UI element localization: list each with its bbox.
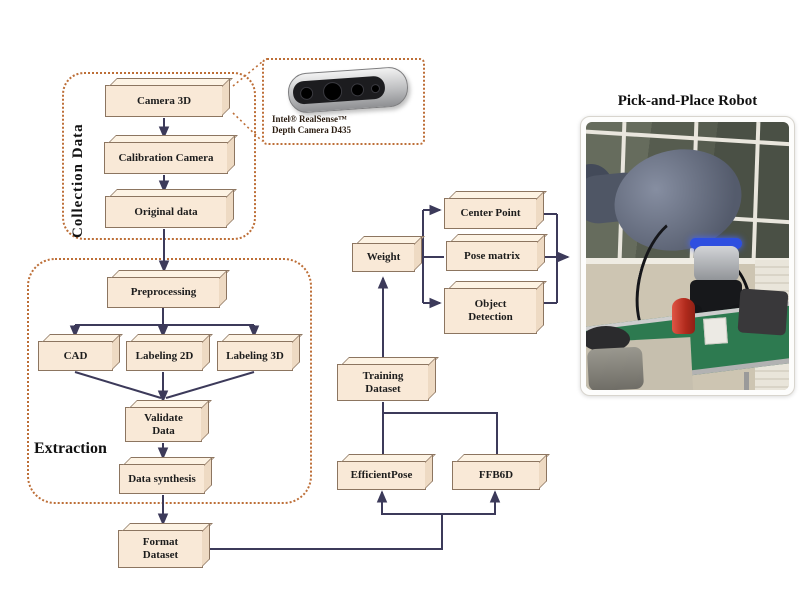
camera-ir-lens-left xyxy=(299,86,314,101)
robot-photo-title: Pick-and-Place Robot xyxy=(617,93,758,109)
node-camera-3d: Camera 3D xyxy=(105,85,223,117)
red-cylinder-object xyxy=(672,298,695,334)
camera-caption-line1: Intel® RealSense™ xyxy=(272,114,347,124)
collection-data-label: Collection Data xyxy=(70,123,86,238)
camera-caption-line2: Depth Camera D435 xyxy=(272,125,351,135)
conveyor-leg-2 xyxy=(744,372,749,390)
camera-callout-frame xyxy=(262,58,425,145)
camera-rgb-lens xyxy=(322,81,343,102)
node-weight: Weight xyxy=(352,243,415,272)
node-validate-data: Validate Data xyxy=(125,407,202,442)
steel-container xyxy=(586,346,645,390)
camera-dot-projector xyxy=(370,83,381,94)
extraction-label: Extraction xyxy=(34,440,107,457)
extraction-group-frame xyxy=(27,258,312,504)
robot-wrist-led-ring xyxy=(690,238,742,249)
node-efficientpose: EfficientPose xyxy=(337,461,426,490)
node-original-data: Original data xyxy=(105,196,227,228)
node-training-dataset: Training Dataset xyxy=(337,364,429,401)
realsense-camera-image xyxy=(286,65,410,115)
camera-caption: Intel® RealSense™ Depth Camera D435 xyxy=(272,114,351,136)
robot-wrist xyxy=(694,246,739,282)
node-preprocessing: Preprocessing xyxy=(107,277,220,308)
white-box-object xyxy=(703,317,728,345)
node-labeling-3d: Labeling 3D xyxy=(217,341,293,371)
node-labeling-2d: Labeling 2D xyxy=(126,341,203,371)
node-ffb6d: FFB6D xyxy=(452,461,540,490)
node-center-point: Center Point xyxy=(444,198,537,229)
node-data-synthesis: Data synthesis xyxy=(119,464,205,494)
camera-lens-strip xyxy=(292,75,386,105)
camera-ir-lens-right xyxy=(350,82,365,97)
robot-photo xyxy=(580,116,795,396)
node-object-detection: Object Detection xyxy=(444,288,537,334)
window-sill xyxy=(586,258,789,264)
node-calibration-camera: Calibration Camera xyxy=(104,142,228,174)
node-cad: CAD xyxy=(38,341,113,371)
dark-equipment xyxy=(737,288,789,336)
node-pose-matrix: Pose matrix xyxy=(446,241,538,271)
node-format-dataset: Format Dataset xyxy=(118,530,203,568)
collection-data-group-frame xyxy=(62,72,256,240)
robot-photo-scene xyxy=(586,122,789,390)
